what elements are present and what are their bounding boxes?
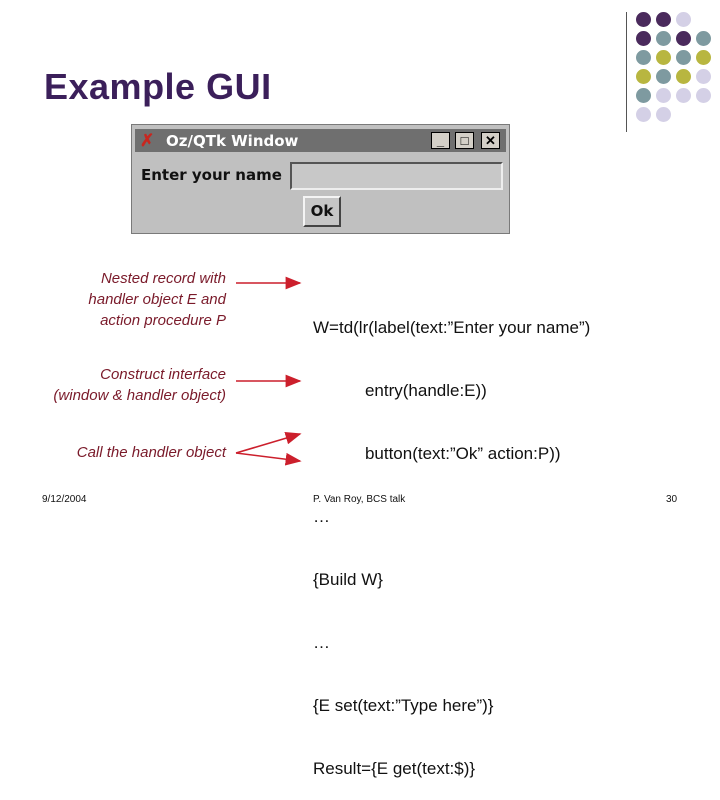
dot (656, 107, 671, 122)
code-line: W=td(lr(label(text:”Enter your name”) (313, 318, 591, 337)
annotation-line: action procedure P (100, 312, 226, 329)
footer-author: P. Van Roy, BCS talk (313, 494, 406, 505)
annotation-line: (window & handler object) (53, 387, 226, 404)
arrow-to-get (235, 452, 302, 466)
annotation-construct-interface: Construct interface (window & handler ob… (53, 364, 226, 406)
dot (676, 69, 691, 84)
footer-page-number: 30 (666, 494, 678, 505)
code-block: W=td(lr(label(text:”Enter your name”) en… (313, 275, 590, 800)
qtk-window: ✗ Oz/QTk Window _ □ ✕ Enter your name Ok (131, 124, 510, 234)
dot (656, 69, 671, 84)
annotation-call-handler: Call the handler object (77, 442, 226, 463)
slide-title: Example GUI (44, 66, 272, 107)
close-button[interactable]: ✕ (481, 132, 500, 149)
minimize-button[interactable]: _ (431, 132, 450, 149)
oz-x-icon: ✗ (140, 131, 155, 150)
code-line: Result={E get(text:$)} (313, 759, 476, 778)
dot (636, 12, 651, 27)
name-entry[interactable] (290, 162, 503, 190)
dot (696, 50, 711, 65)
dot (636, 88, 651, 103)
code-line: {Build W} (313, 570, 383, 589)
code-line: … (313, 633, 330, 652)
dot (676, 50, 691, 65)
code-line: {E set(text:”Type here”)} (313, 696, 494, 715)
dot (636, 69, 651, 84)
annotation-arrows (235, 276, 302, 466)
annotation-line: Nested record with (100, 270, 226, 287)
dot (636, 107, 651, 122)
annotation-line: Call the handler object (76, 444, 226, 461)
dot (636, 31, 651, 46)
ok-button[interactable]: Ok (303, 196, 341, 227)
annotation-line: Construct interface (100, 366, 226, 383)
dot (636, 50, 651, 65)
dot (696, 88, 711, 103)
annotation-line: handler object E and (88, 291, 226, 308)
divider-line (626, 12, 627, 132)
name-label: Enter your name (141, 166, 282, 184)
dot (656, 31, 671, 46)
arrow-to-set (235, 431, 302, 454)
dot (676, 31, 691, 46)
dot (676, 12, 691, 27)
annotation-nested-record: Nested record with handler object E and … (88, 268, 226, 331)
footer-date: 9/12/2004 (42, 494, 87, 505)
dot (696, 69, 711, 84)
window-title: Oz/QTk Window (166, 132, 299, 150)
dot (696, 31, 711, 46)
code-line: button(text:”Ok” action:P)) (313, 444, 561, 463)
code-line: … (313, 507, 330, 526)
dot (676, 88, 691, 103)
dot (656, 50, 671, 65)
window-titlebar[interactable]: ✗ Oz/QTk Window _ □ ✕ (135, 129, 506, 152)
maximize-button[interactable]: □ (455, 132, 474, 149)
dot (656, 12, 671, 27)
code-line: entry(handle:E)) (313, 381, 487, 400)
dot (656, 88, 671, 103)
